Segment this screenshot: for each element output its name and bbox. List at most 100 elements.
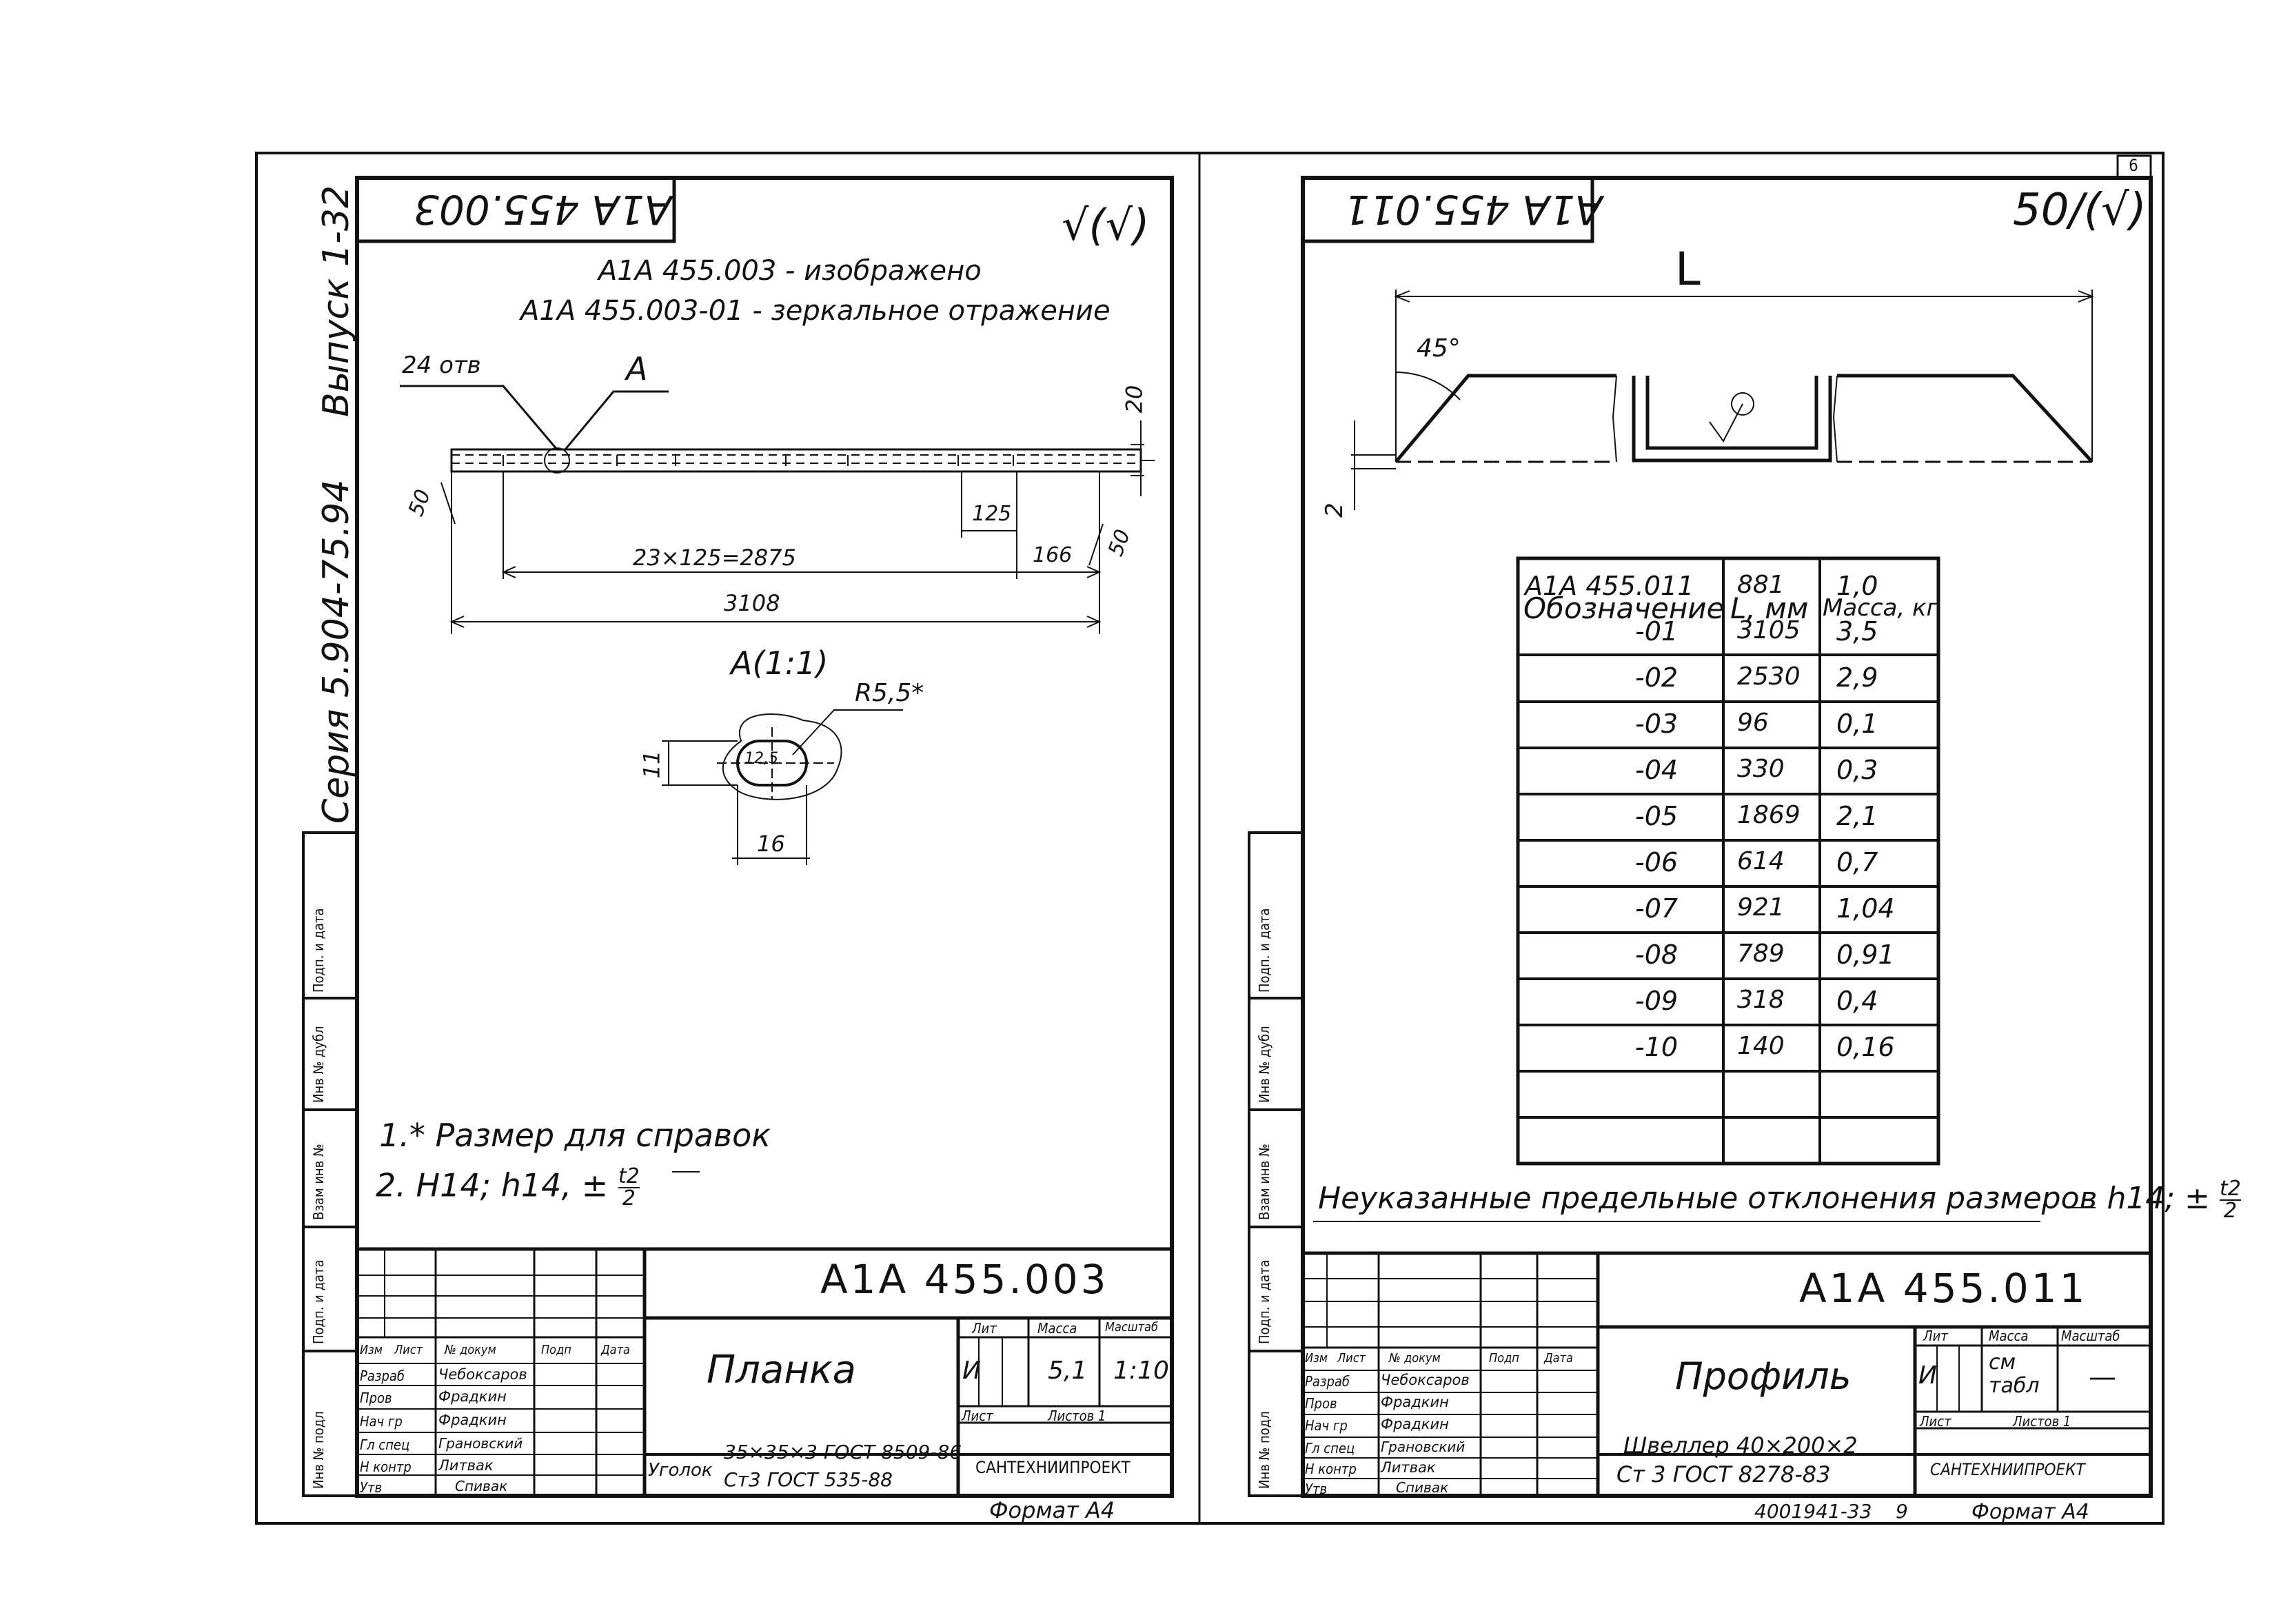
left-row-0-doc: № докум [445, 1343, 496, 1357]
left-row-3-role: Нач гр [360, 1413, 403, 1430]
right-hdr-lit: Лит [1923, 1328, 1948, 1344]
left-code-box [355, 176, 676, 243]
detail-a [662, 709, 903, 865]
series-label: Серия 5.904-75.94 [316, 479, 357, 824]
r-margin-label-vzam: Взам инв № [1256, 1144, 1273, 1220]
margin-label-podp-1: Подп. и дата [310, 1259, 327, 1344]
right-roughness-mark: 50/(√) [2013, 185, 2147, 236]
tech-note-2-text: 2. H14; h14, ± [376, 1166, 609, 1204]
issue-label: Выпуск 1-32 [316, 185, 357, 417]
right-mass-value: см табл [1989, 1350, 2040, 1398]
left-row-5-role: Н контр [360, 1459, 412, 1475]
left-lit-value: И [962, 1357, 981, 1385]
right-format-label: Формат А4 [1971, 1500, 2089, 1524]
dim-16: 16 [757, 831, 785, 857]
left-row-2-role: Пров [360, 1390, 392, 1406]
tech-note-2-fraction: t2 2 [618, 1166, 640, 1209]
right-row-4-name: Грановский [1381, 1439, 1466, 1455]
right-sheet-label: Лист [1920, 1413, 1951, 1430]
holes-label: 24 отв [402, 352, 481, 379]
table-header-designation: Обозначение [1523, 591, 1725, 625]
table-cell-mass: 1,04 [1836, 893, 1895, 924]
left-row-4-name: Грановский [438, 1435, 523, 1452]
right-material-line1: Швеллер 40×200×2 [1623, 1432, 1858, 1459]
right-org: САНТЕХНИИПРОЕКТ [1930, 1460, 2085, 1479]
right-row-3-name: Фрадкин [1381, 1416, 1449, 1432]
table-cell-designation: -10 [1635, 1032, 1679, 1062]
left-row-3-name: Фрадкин [438, 1412, 507, 1428]
table-cell-designation: -09 [1635, 986, 1679, 1016]
right-row-5-name: Литвак [1381, 1459, 1436, 1476]
margin-label-inv-dubl: Инв № дубл [310, 1026, 327, 1103]
left-title-block [357, 1247, 1172, 1496]
dim-12-5: 12,5 [744, 750, 778, 767]
table-cell-designation: -06 [1635, 847, 1679, 877]
tolerance-num: t2 [2220, 1177, 2241, 1201]
r-margin-label-inv-podl: Инв № подл [1256, 1411, 1273, 1489]
right-row-0-date: Дата [1544, 1351, 1573, 1366]
margin-label-podp-2: Подп. и дата [310, 908, 327, 993]
left-row-0-role: Изм [360, 1343, 383, 1357]
right-code-box [1301, 176, 1594, 243]
left-part-name: Планка [707, 1348, 856, 1392]
tolerance-den: 2 [2223, 1199, 2237, 1223]
table-cell-mass: 0,7 [1836, 847, 1878, 877]
table-cell-length: 921 [1737, 893, 1785, 922]
table-header-length: L, мм [1730, 591, 1809, 625]
left-margin-strip [302, 831, 358, 1497]
dim-20: 20 [1121, 385, 1148, 414]
dim-166: 166 [1033, 543, 1073, 567]
right-hdr-mass: Масса [1989, 1328, 2029, 1344]
left-row-4-role: Гл спец [360, 1437, 410, 1453]
right-row-2-name: Фрадкин [1381, 1394, 1449, 1410]
right-lit-value: И [1918, 1361, 1937, 1390]
table-cell-length: 614 [1737, 847, 1785, 875]
right-hdr-scale: Масштаб [2061, 1328, 2120, 1344]
tech-note-2-den: 2 [622, 1186, 636, 1210]
left-code-box-text: А1А 455.003 [414, 186, 672, 233]
right-row-6-role: Утв [1305, 1481, 1328, 1497]
table-cell-mass: 0,1 [1836, 709, 1878, 739]
profile-angle-45: 45° [1417, 334, 1461, 363]
radius-label: R5,5* [855, 679, 924, 707]
left-row-1-name: Чебоксаров [438, 1366, 527, 1383]
left-note-line2: А1А 455.003-01 - зеркальное отражение [520, 295, 1111, 327]
right-row-3-role: Нач гр [1305, 1417, 1348, 1434]
right-row-1-role: Разраб [1305, 1373, 1350, 1390]
table-cell-designation: -08 [1635, 940, 1679, 970]
left-row-2-name: Фрадкин [438, 1388, 507, 1405]
right-row-0-name: Лист [1337, 1351, 1366, 1366]
right-code-box-text: А1А 455.011 [1344, 186, 1603, 233]
bottom-page: 9 [1896, 1500, 1908, 1523]
left-sheets-label: Листов 1 [1048, 1408, 1106, 1424]
profile-dim-L: L [1675, 243, 1701, 296]
table-header-mass: Масса, кг [1823, 594, 1939, 622]
right-material-line2: Ст 3 ГОСТ 8278-83 [1616, 1461, 1831, 1488]
table-cell-mass: 0,4 [1836, 986, 1878, 1016]
left-material-prefix: Уголок [648, 1460, 713, 1481]
table-cell-mass: 3,5 [1836, 616, 1878, 647]
table-cell-length: 330 [1737, 755, 1785, 783]
right-row-5-role: Н контр [1305, 1461, 1357, 1477]
table-cell-length: 881 [1737, 571, 1785, 599]
right-row-0-doc: № докум [1389, 1351, 1441, 1366]
left-roughness-mark: √(√) [1062, 200, 1150, 250]
table-cell-length: 2530 [1737, 662, 1801, 691]
profile-view [1351, 290, 2094, 510]
right-row-1-name: Чебоксаров [1381, 1372, 1470, 1388]
tolerance-note: Неуказанные предельные отклонения размер… [1318, 1179, 2241, 1221]
left-hdr-mass: Масса [1037, 1320, 1077, 1337]
tech-note-2: 2. H14; h14, ± t2 2 [376, 1166, 640, 1209]
table-cell-designation: -07 [1635, 893, 1679, 924]
left-hdr-lit: Лит [972, 1320, 997, 1337]
left-hdr-scale: Масштаб [1105, 1320, 1158, 1334]
table-cell-mass: 0,16 [1836, 1032, 1895, 1062]
right-row-0-role: Изм [1305, 1351, 1328, 1366]
left-row-0-sign: Подп [541, 1343, 571, 1357]
right-row-0-sign: Подп [1489, 1351, 1519, 1366]
right-row-4-role: Гл спец [1305, 1440, 1355, 1456]
sheet-number: 6 [2129, 156, 2138, 175]
right-designation: А1А 455.011 [1799, 1265, 2088, 1312]
